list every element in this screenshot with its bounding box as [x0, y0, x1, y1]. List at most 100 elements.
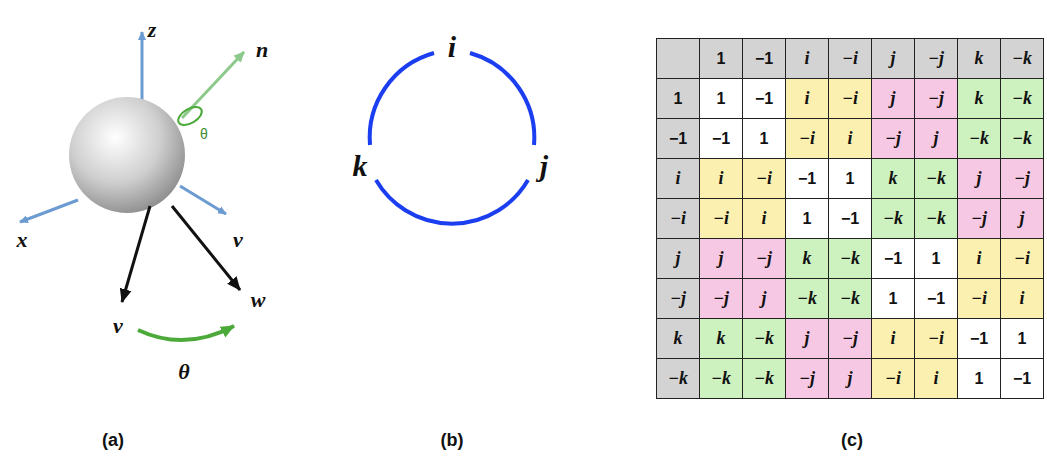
table-cell: i — [699, 158, 743, 199]
table-cell: −j — [828, 318, 872, 359]
table-cell: −j — [1000, 158, 1044, 199]
table-cell: −1 — [742, 78, 786, 119]
table-header: −j — [914, 38, 958, 79]
table-cell: −i — [957, 278, 1001, 319]
angle-label: θ — [178, 361, 189, 383]
table-header: −i — [656, 198, 700, 239]
table-cell: j — [785, 318, 829, 359]
table-cell: −1 — [957, 318, 1001, 359]
table-cell: j — [957, 158, 1001, 199]
table-cell: −j — [914, 78, 958, 119]
cycle-arc — [376, 180, 528, 224]
table-cell: 1 — [871, 278, 915, 319]
table-header: j — [871, 38, 915, 79]
table-cell: j — [699, 238, 743, 279]
table-header: j — [656, 238, 700, 279]
table-cell: i — [914, 358, 958, 399]
table-cell: −i — [871, 358, 915, 399]
table-header: i — [656, 158, 700, 199]
table-cell: −k — [1000, 78, 1044, 119]
axis-label: v — [233, 229, 243, 251]
table-cell: −j — [957, 198, 1001, 239]
table-cell: −k — [914, 158, 958, 199]
table-cell: −k — [785, 278, 829, 319]
table-cell: i — [828, 118, 872, 159]
cycle-arc — [470, 53, 534, 145]
panel-caption: (b) — [441, 431, 464, 449]
rotation-arc — [138, 326, 234, 340]
table-cell: k — [957, 78, 1001, 119]
table-header: 1 — [699, 38, 743, 79]
table-cell: 1 — [1000, 318, 1044, 359]
table-cell: i — [742, 198, 786, 239]
table-cell: 1 — [699, 78, 743, 119]
table-cell: −k — [828, 238, 872, 279]
table-cell: k — [785, 238, 829, 279]
table-header: 1 — [656, 78, 700, 119]
axis-label: n — [256, 39, 268, 61]
table-cell: −k — [828, 278, 872, 319]
table-cell: −k — [1000, 118, 1044, 159]
angle-label: θ — [200, 127, 208, 141]
table-cell: j — [914, 118, 958, 159]
vector-v — [122, 206, 150, 302]
axis-label: x — [17, 229, 28, 251]
table-cell: −k — [914, 198, 958, 239]
table-cell: j — [871, 78, 915, 119]
table-cell: −i — [785, 118, 829, 159]
table-cell: −k — [742, 358, 786, 399]
table-cell: 1 — [914, 238, 958, 279]
table-cell: 1 — [957, 358, 1001, 399]
table-cell: 1 — [785, 198, 829, 239]
table-cell: −i — [1000, 238, 1044, 279]
table-header: i — [785, 38, 829, 79]
table-header: −1 — [656, 118, 700, 159]
table-cell: −1 — [785, 158, 829, 199]
table-header: −k — [1000, 38, 1044, 79]
table-cell: −k — [871, 198, 915, 239]
table-cell: k — [871, 158, 915, 199]
table-corner — [656, 38, 700, 79]
table-cell: i — [1000, 278, 1044, 319]
rotation-loop — [175, 103, 205, 128]
unit-label: k — [353, 151, 368, 181]
unit-label: i — [448, 32, 456, 62]
table-header: k — [656, 318, 700, 359]
vector-label: w — [251, 289, 266, 311]
table-cell: j — [742, 278, 786, 319]
table-cell: −i — [914, 318, 958, 359]
table-cell: −i — [828, 78, 872, 119]
table-cell: −1 — [1000, 358, 1044, 399]
table-cell: −1 — [699, 118, 743, 159]
table-cell: j — [828, 358, 872, 399]
table-header: −1 — [742, 38, 786, 79]
table-header: −k — [656, 358, 700, 399]
vector-label: v — [113, 315, 123, 337]
table-cell: −j — [742, 238, 786, 279]
table-cell: −j — [871, 118, 915, 159]
table-cell: −1 — [828, 198, 872, 239]
table-cell: −1 — [871, 238, 915, 279]
table-cell: −k — [742, 318, 786, 359]
table-cell: −k — [957, 118, 1001, 159]
vector-w — [172, 206, 240, 290]
panel-caption: (a) — [102, 431, 124, 449]
axis-label: z — [148, 19, 157, 41]
table-cell: −j — [785, 358, 829, 399]
table-cell: j — [1000, 198, 1044, 239]
panel-caption: (c) — [841, 431, 863, 449]
x-axis — [20, 200, 78, 222]
y-axis — [180, 186, 226, 214]
cycle-arc — [370, 53, 434, 145]
table-cell: −i — [742, 158, 786, 199]
table-cell: i — [871, 318, 915, 359]
table-cell: k — [699, 318, 743, 359]
table-cell: −1 — [914, 278, 958, 319]
table-cell: 1 — [742, 118, 786, 159]
table-header: −j — [656, 278, 700, 319]
table-header: −i — [828, 38, 872, 79]
table-cell: −k — [699, 358, 743, 399]
table-cell: i — [957, 238, 1001, 279]
sphere — [69, 97, 185, 213]
unit-label: j — [540, 151, 548, 181]
